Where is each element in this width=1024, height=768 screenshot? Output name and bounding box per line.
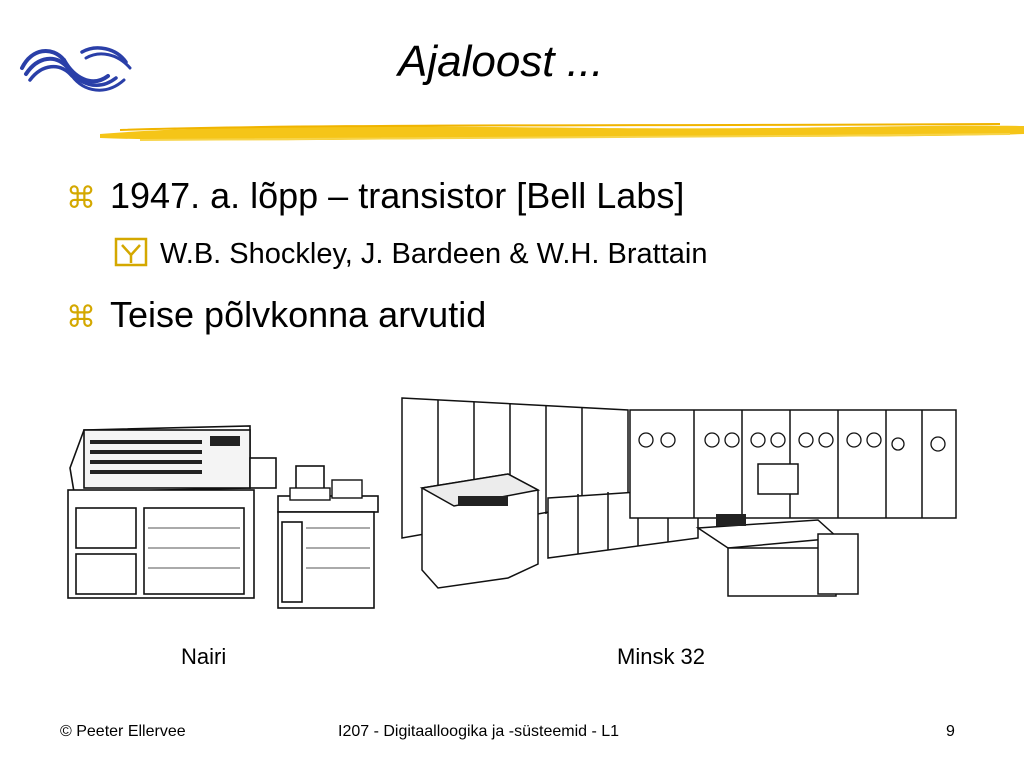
image-caption-nairi: Nairi [181, 644, 227, 669]
bullet-transistor: ⌘ 1947. a. lõpp – transistor [Bell Labs] [66, 178, 684, 214]
sub-bullet-text: W.B. Shockley, J. Bardeen & W.H. Brattai… [160, 238, 708, 270]
bullet-second-generation: ⌘ Teise põlvkonna arvutid [66, 297, 486, 333]
command-icon: ⌘ [66, 181, 96, 216]
minsk-32-computer-image [401, 397, 957, 597]
slide-title: Ajaloost ... [398, 37, 604, 86]
bullet-text: 1947. a. lõpp – transistor [Bell Labs] [110, 175, 685, 216]
footer-page-number: 9 [946, 723, 955, 740]
bullet-text: Teise põlvkonna arvutid [110, 294, 487, 335]
title-underline-decoration [100, 123, 1024, 141]
footer-author: © Peeter Ellervee [60, 723, 186, 740]
image-caption-minsk: Minsk 32 [617, 644, 706, 669]
checkbox-icon [114, 237, 148, 267]
sub-bullet-inventors: W.B. Shockley, J. Bardeen & W.H. Brattai… [114, 237, 707, 269]
nairi-computer-image [67, 425, 379, 609]
command-icon: ⌘ [66, 300, 96, 335]
swirl-logo-icon [20, 46, 132, 92]
footer-course-title: I207 - Digitaalloogika ja -süsteemid - L… [338, 723, 620, 740]
